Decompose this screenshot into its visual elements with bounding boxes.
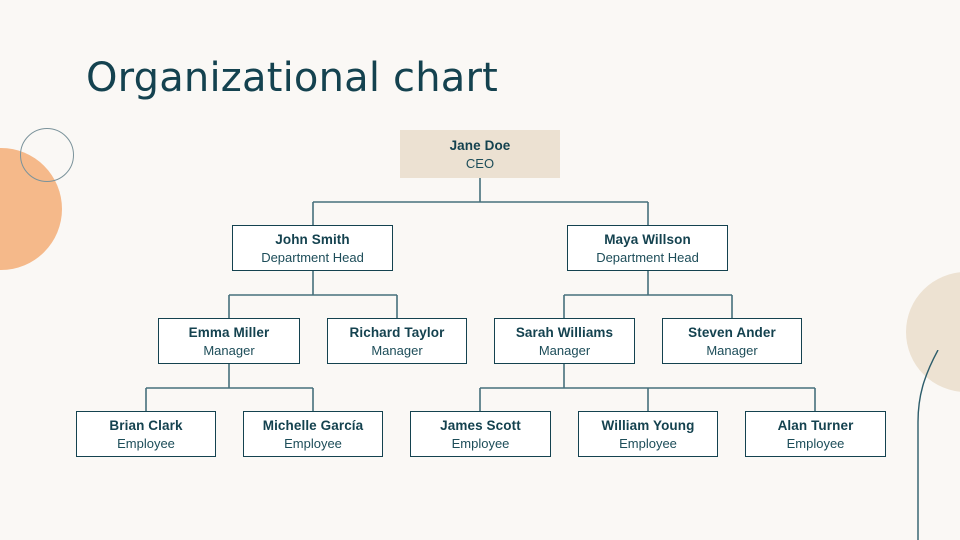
node-role: Employee (284, 435, 342, 451)
node-role: Department Head (596, 249, 699, 265)
node-role: Manager (706, 342, 758, 358)
node-role: Manager (538, 342, 591, 358)
node-role: Employee (451, 435, 510, 451)
org-node-brian-clark[interactable]: Brian Clark Employee (76, 411, 216, 457)
node-name: Richard Taylor (349, 324, 445, 340)
node-name: Maya Willson (604, 231, 691, 247)
node-name: Alan Turner (777, 417, 854, 433)
node-name: Emma Miller (188, 324, 270, 340)
org-node-michelle-garcia[interactable]: Michelle García Employee (243, 411, 383, 457)
node-role: CEO (465, 155, 495, 171)
node-role: Manager (371, 342, 423, 358)
org-node-jane-doe[interactable]: Jane Doe CEO (400, 130, 560, 178)
node-role: Manager (203, 342, 255, 358)
node-name: Steven Ander (688, 324, 776, 340)
org-node-maya-willson[interactable]: Maya Willson Department Head (567, 225, 728, 271)
node-name: Jane Doe (449, 137, 511, 153)
org-node-sarah-williams[interactable]: Sarah Williams Manager (494, 318, 635, 364)
org-node-emma-miller[interactable]: Emma Miller Manager (158, 318, 300, 364)
node-role: Employee (619, 435, 677, 451)
org-node-william-young[interactable]: William Young Employee (578, 411, 718, 457)
node-name: Brian Clark (109, 417, 183, 433)
node-name: Michelle García (262, 417, 364, 433)
node-name: James Scott (440, 417, 521, 433)
node-name: Sarah Williams (515, 324, 614, 340)
org-node-john-smith[interactable]: John Smith Department Head (232, 225, 393, 271)
node-role: Department Head (261, 249, 364, 265)
org-node-richard-taylor[interactable]: Richard Taylor Manager (327, 318, 467, 364)
org-node-james-scott[interactable]: James Scott Employee (410, 411, 551, 457)
node-name: John Smith (275, 231, 350, 247)
node-role: Employee (117, 435, 175, 451)
node-role: Employee (786, 435, 845, 451)
org-node-steven-ander[interactable]: Steven Ander Manager (662, 318, 802, 364)
page-title: Organizational chart (86, 55, 499, 101)
org-node-alan-turner[interactable]: Alan Turner Employee (745, 411, 886, 457)
node-name: William Young (601, 417, 695, 433)
